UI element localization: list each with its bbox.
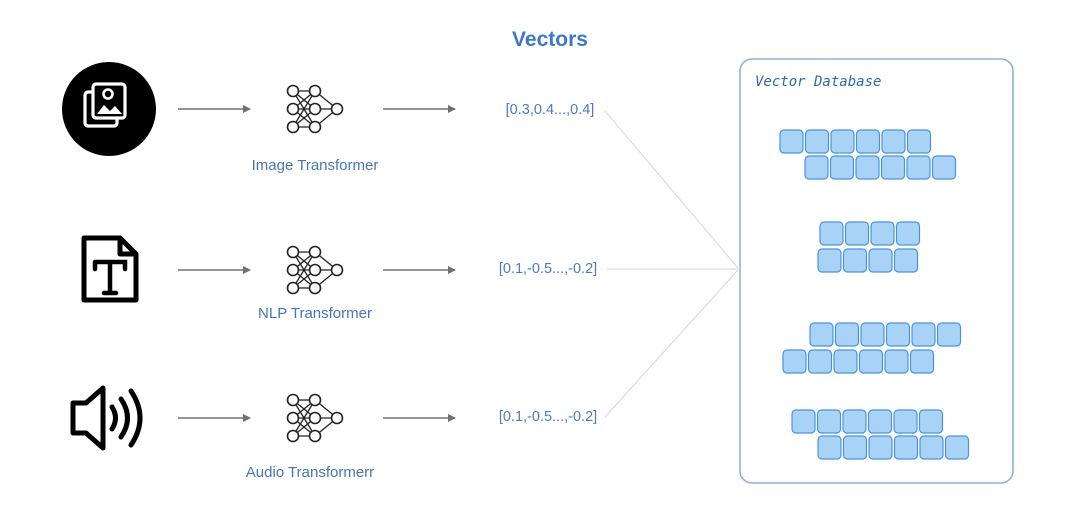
vector-cell xyxy=(885,322,911,347)
vector-cell xyxy=(893,248,919,273)
vector-cell xyxy=(895,221,921,246)
vector-cell xyxy=(855,155,880,180)
vector-cell xyxy=(944,435,970,460)
connector-line-image xyxy=(604,110,739,269)
vector-cell xyxy=(816,409,842,434)
vector-cell xyxy=(842,248,868,273)
image-vector-value: [0.3,0.4...,0.4] xyxy=(505,102,595,118)
vector-cell xyxy=(911,322,936,347)
neural-network-icon xyxy=(286,393,344,443)
text-vector-value: [0.1,-0.5...,-0.2] xyxy=(498,261,598,277)
vector-cell xyxy=(809,322,834,347)
vector-cell xyxy=(782,349,807,374)
neural-network-icon xyxy=(286,84,344,134)
vector-cell xyxy=(807,349,833,374)
vector-cell xyxy=(868,248,893,273)
speaker-audio-icon xyxy=(70,385,143,451)
vector-cell xyxy=(860,322,885,347)
vector-cell xyxy=(855,129,881,154)
neural-network-icon xyxy=(286,245,344,295)
vector-cell xyxy=(819,221,844,246)
vector-cell xyxy=(779,129,804,154)
vector-cell xyxy=(829,155,855,180)
vector-cell xyxy=(870,221,895,246)
vector-cell xyxy=(868,435,893,460)
vector-cell xyxy=(842,409,867,434)
vector-cell xyxy=(880,155,906,180)
vector-cell xyxy=(931,155,957,180)
vector-cell xyxy=(881,129,906,154)
vector-cell xyxy=(791,409,816,434)
audio-vector-value: [0.1,-0.5...,-0.2] xyxy=(498,409,598,425)
vector-cell xyxy=(893,409,918,434)
vector-cell xyxy=(844,221,870,246)
vector-cell xyxy=(833,349,858,374)
vector-cell xyxy=(884,349,909,374)
vector-cell xyxy=(830,129,855,154)
audio-transformer-label: Audio Transformerr xyxy=(245,464,375,481)
vector-cell xyxy=(817,435,842,460)
text-document-icon xyxy=(81,235,139,303)
nlp-transformer-label: NLP Transformer xyxy=(258,305,372,322)
vector-cell xyxy=(804,129,830,154)
vector-cell xyxy=(867,409,893,434)
vector-cell xyxy=(817,248,842,273)
vector-cell xyxy=(906,129,932,154)
vector-cell xyxy=(918,409,944,434)
vector-cell xyxy=(936,322,962,347)
vector-cell xyxy=(842,435,868,460)
vector-cell xyxy=(834,322,860,347)
vector-cell xyxy=(804,155,829,180)
vector-cell xyxy=(858,349,884,374)
vector-cell xyxy=(919,435,944,460)
vector-database-title: Vector Database xyxy=(755,74,882,90)
vector-cell xyxy=(906,155,931,180)
vector-cell xyxy=(909,349,935,374)
image-transformer-label: Image Transformer xyxy=(251,157,379,174)
diagram-title: Vectors xyxy=(512,28,588,51)
vector-cell xyxy=(893,435,919,460)
connector-line-audio xyxy=(604,269,739,418)
image-stack-icon xyxy=(62,62,156,156)
